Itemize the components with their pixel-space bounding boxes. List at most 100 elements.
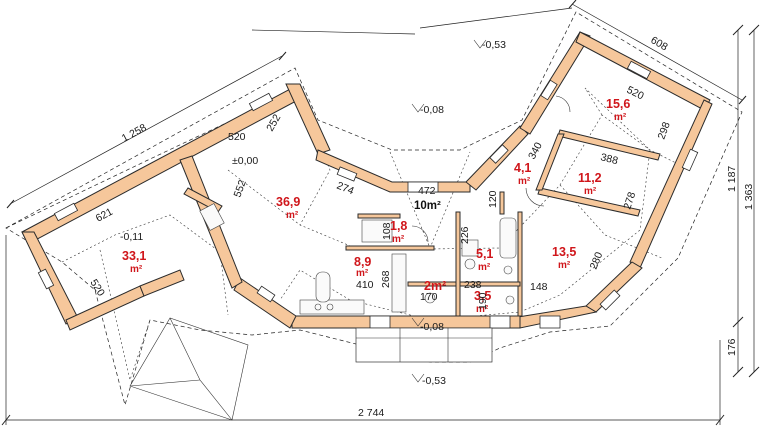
entrance-steps	[355, 327, 493, 363]
dim-label: 410	[356, 279, 374, 291]
dim-label: 108	[381, 222, 393, 240]
room-area-bedroom-top: 15,6	[606, 97, 630, 111]
dim-label: 170	[420, 291, 438, 303]
chimney	[199, 203, 225, 231]
sink-icon	[503, 265, 513, 275]
level-marker-upper-mid: -0,08	[411, 103, 444, 116]
roof-ridge-center	[227, 114, 691, 251]
dim-lower-height: 176	[726, 338, 738, 356]
room-area-bedroom-small: 11,2	[578, 171, 602, 185]
dim-label: 280	[588, 250, 606, 271]
step	[355, 327, 493, 363]
wall-bath-v	[455, 211, 461, 317]
room-area-living-left: 33,1	[122, 249, 146, 263]
interior-walls	[183, 129, 661, 317]
level-marker-top: -0,53	[473, 39, 506, 51]
level-floor: ±0,00	[232, 155, 258, 167]
dim-label: 120	[487, 190, 499, 208]
window	[256, 285, 276, 303]
wall-utility	[459, 281, 521, 287]
level-bottom: -0,53	[422, 375, 446, 387]
porch-beam	[169, 317, 233, 421]
dim-left-wing: 1 258	[120, 122, 149, 145]
room-unit: m²	[392, 234, 405, 245]
wall-bed-v	[535, 133, 565, 191]
shower-icon	[461, 239, 479, 257]
porch-beam-2	[129, 379, 201, 387]
dim-label: 552	[232, 178, 249, 199]
door-swing	[411, 225, 429, 243]
dim-label: 520	[87, 277, 107, 298]
wall-kitchen-top	[345, 245, 435, 251]
wall-bottom-left	[233, 277, 297, 329]
window	[599, 289, 621, 311]
window	[336, 166, 358, 182]
dim-label: 238	[464, 279, 482, 291]
wall-pantry	[357, 213, 401, 219]
window	[626, 60, 652, 80]
room-area-corridor: 4,1	[514, 161, 531, 175]
level-upper-mid: -0,08	[420, 104, 444, 116]
level-terrace: -0,08	[420, 321, 444, 333]
wall-bottom-center	[291, 315, 521, 329]
dim-right-wing: 608	[649, 34, 670, 53]
room-unit: m²	[130, 264, 143, 275]
dim-label: 298	[656, 120, 673, 141]
kitchen-island	[315, 271, 331, 303]
dim-label: 148	[530, 281, 548, 293]
level-marker-bottom: -0,53	[411, 373, 446, 387]
room-area-pantry: 1,8	[390, 219, 407, 233]
vertical-dimension-lines	[732, 24, 760, 378]
dim-label: 621	[94, 206, 115, 225]
porch-outline	[129, 317, 249, 421]
room-unit: m²	[584, 186, 597, 197]
room-unit: m²	[558, 260, 571, 271]
room-area-bath: 5,1	[476, 247, 493, 261]
toilet-icon	[424, 292, 436, 304]
room-area-utility: 3,5	[474, 289, 491, 303]
wall-hall-v	[499, 191, 505, 215]
roof-left-wing	[5, 11, 743, 407]
level-marker-terrace: -0,08	[411, 317, 444, 333]
room-unit: m²	[286, 210, 299, 221]
window	[53, 202, 79, 222]
windows	[37, 60, 699, 329]
room-labels: 33,1 m² 36,9 m² 10m² 1,8 m² 8,9 m² 2m² 5…	[122, 97, 630, 315]
room-unit: m²	[614, 112, 627, 123]
dim-label: 226	[459, 226, 471, 244]
room-unit: m²	[518, 176, 531, 187]
room-area-bedroom-lower: 13,5	[552, 245, 576, 259]
porch-pergola	[129, 317, 249, 421]
stove-icon	[326, 303, 334, 311]
bottom-dimension-line	[1, 235, 725, 426]
room-unit: m²	[478, 262, 491, 273]
dim-upper-height: 1 187	[726, 166, 738, 192]
bathtub-icon	[499, 217, 517, 259]
fixtures	[199, 95, 571, 315]
dim-label: 190	[477, 292, 489, 310]
window	[369, 315, 391, 329]
dim-label: 278	[621, 190, 638, 211]
wall-bath-v2	[517, 211, 523, 317]
roof-diag-c	[99, 249, 151, 382]
level-markers: -0,53 -0,08 ±0,00 -0,11 -0,08 -0,53	[120, 39, 506, 387]
roof-ridge-left	[61, 214, 229, 316]
sink-icon	[505, 295, 515, 305]
window	[489, 315, 511, 329]
level-top: -0,53	[482, 39, 506, 51]
window	[540, 79, 558, 101]
room-area-hall: 10m²	[414, 200, 441, 212]
dim-total-height: 1 363	[743, 184, 755, 210]
wall-bed-divider	[537, 187, 641, 217]
window	[489, 144, 509, 164]
dim-label: 268	[380, 270, 392, 288]
room-unit: m²	[356, 268, 369, 279]
dim-total-width: 2 744	[358, 407, 384, 419]
room-area-kitchen: 8,9	[354, 255, 371, 269]
pantry-shelf	[361, 219, 393, 243]
room-area-wc: 2m²	[424, 279, 446, 293]
window	[37, 268, 55, 290]
kitchen-unit	[391, 253, 407, 313]
door-swing	[525, 187, 545, 207]
